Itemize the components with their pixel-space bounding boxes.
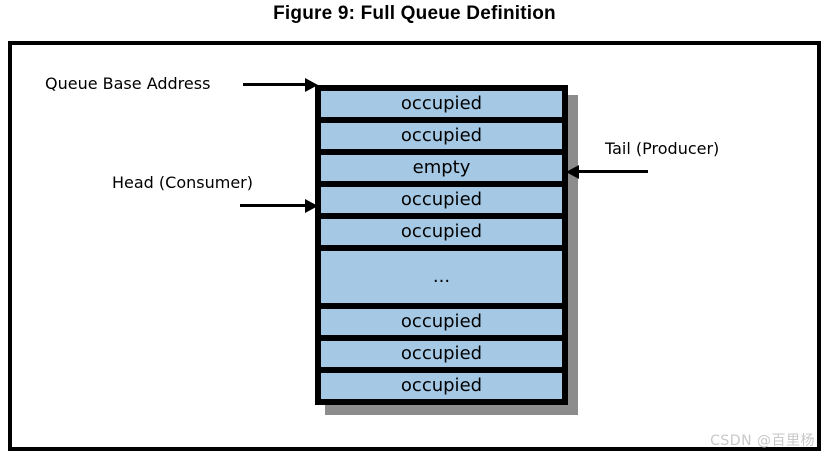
queue-cell-occupied: occupied (318, 184, 565, 216)
head-consumer-arrowhead-icon (305, 199, 318, 213)
queue-cell-occupied: occupied (318, 216, 565, 248)
head-consumer-arrow-line (240, 204, 306, 207)
queue-base-address-arrow-line (243, 83, 307, 86)
label-tail-producer: Tail (Producer) (605, 139, 720, 158)
tail-producer-arrowhead-icon (566, 165, 579, 179)
queue-box: occupied occupied empty occupied occupie… (315, 85, 568, 405)
queue-cell-occupied: occupied (318, 88, 565, 120)
queue-cell-occupied: occupied (318, 306, 565, 338)
queue-base-address-arrowhead-icon (305, 78, 318, 92)
queue-cell-ellipsis: ... (318, 248, 565, 306)
tail-producer-arrow-line (578, 170, 648, 173)
label-queue-base-address: Queue Base Address (45, 74, 211, 93)
queue-cell-occupied: occupied (318, 338, 565, 370)
queue-cell-occupied: occupied (318, 370, 565, 402)
queue-cell-occupied: occupied (318, 120, 565, 152)
queue-cell-empty: empty (318, 152, 565, 184)
figure-title: Figure 9: Full Queue Definition (273, 3, 556, 24)
watermark: CSDN @百里杨 (710, 433, 815, 449)
label-head-consumer: Head (Consumer) (112, 173, 253, 192)
